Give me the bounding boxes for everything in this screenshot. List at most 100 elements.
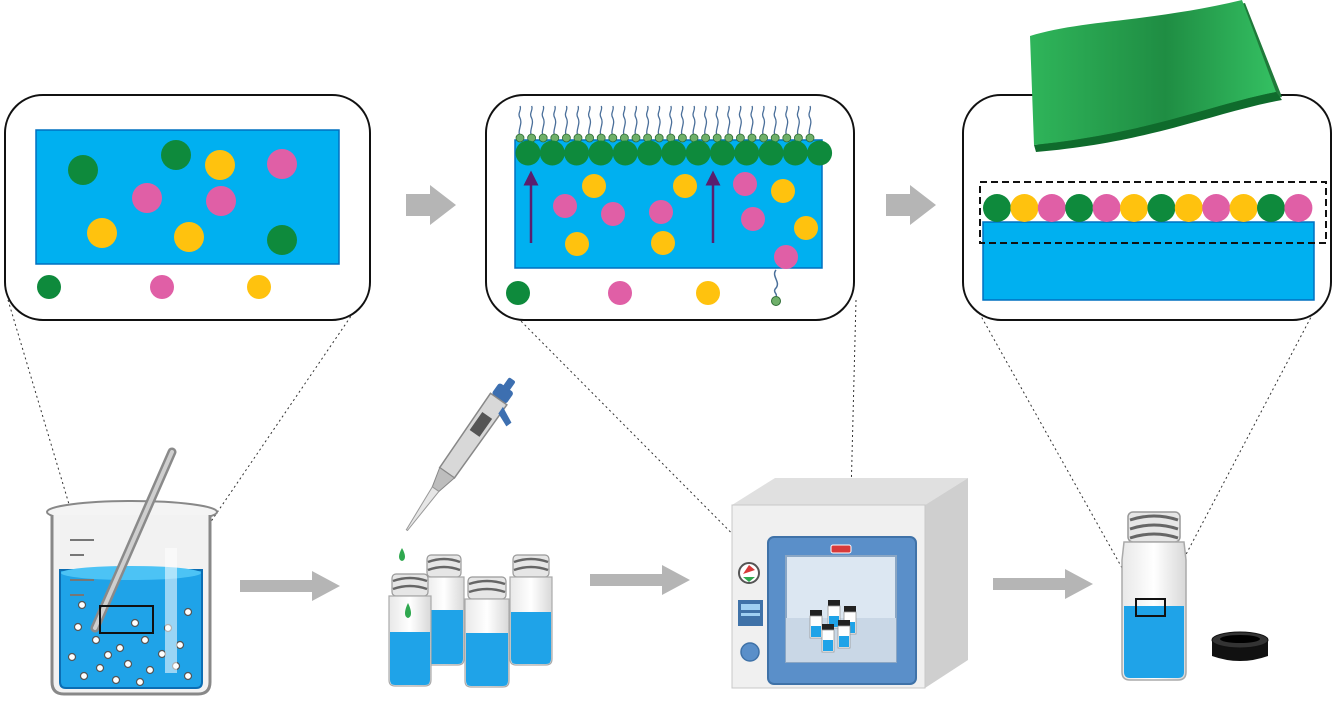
mini-vial-liquid [811, 626, 821, 637]
selection-box [979, 181, 1327, 244]
surfactant-tail [599, 105, 603, 138]
surfactant-tail [761, 105, 766, 138]
bubble [115, 643, 125, 653]
surfactant-tail [634, 105, 638, 138]
bubble [175, 640, 185, 650]
surfactant-tail [622, 105, 626, 138]
green-particle [661, 140, 687, 166]
single-vial-icon [1121, 511, 1187, 681]
beaker-with-stirring-rod-icon [46, 447, 218, 696]
sample-vials-icon [388, 554, 553, 688]
bubble [157, 649, 167, 659]
legend-panel-1 [37, 275, 271, 299]
bubble [73, 622, 83, 632]
surfactant-tail [587, 105, 592, 138]
green-particle [267, 225, 297, 255]
pink-particle [733, 172, 757, 196]
mini-vial-liquid [823, 640, 833, 651]
green-particle [161, 140, 191, 170]
surfactant-tail [692, 105, 696, 138]
green-particle [1065, 194, 1094, 222]
cap-thread [513, 557, 549, 564]
bubble [130, 618, 140, 628]
vial [388, 573, 432, 687]
surfactant-head [562, 133, 571, 143]
micropipette-icon [399, 377, 515, 561]
surfactant-tail [564, 105, 568, 138]
surfactant-tail [529, 105, 534, 138]
pink-particle [1092, 194, 1121, 222]
pink-particle [1284, 194, 1313, 222]
interfacial-green-particle-row [515, 140, 833, 166]
surfactant-tail [773, 105, 777, 138]
oven-sample-vials [809, 600, 857, 653]
legend-panel-2 [506, 269, 781, 306]
bubble [79, 671, 89, 681]
particle-group [553, 172, 818, 269]
surfactant-tail [715, 105, 719, 138]
process-arrow [406, 185, 456, 225]
surfactant-head [782, 133, 792, 143]
surfactant-tail [738, 105, 742, 138]
green-particle [685, 140, 711, 166]
surfactant-head [631, 133, 641, 143]
bubble [123, 659, 133, 669]
green-particle [709, 140, 735, 166]
vial-liquid [466, 633, 508, 686]
interface-assembly-panel [485, 94, 855, 321]
pink-particle [1202, 194, 1231, 222]
surfactant-tail [680, 105, 684, 138]
green-particle [1257, 194, 1285, 222]
pink-particle [206, 186, 236, 216]
surfactant-head [701, 133, 710, 143]
mini-vial-cap [810, 610, 822, 616]
pink-particle [774, 245, 798, 269]
cap-thread [427, 557, 461, 564]
green-film-sheet-icon [1030, 0, 1282, 152]
mini-vial-liquid [829, 616, 839, 627]
bubble [140, 635, 150, 645]
yellow-particle-icon [696, 281, 720, 305]
yellow-particle [771, 179, 795, 203]
bubble [67, 652, 77, 662]
surfactant-head [805, 133, 815, 143]
drying-oven-icon [731, 478, 968, 689]
particle-bubbles [67, 600, 193, 687]
yellow-particle [1174, 194, 1203, 222]
green-particle-icon [506, 281, 530, 305]
surfactant-tail [703, 105, 708, 138]
vial-liquid [390, 632, 430, 685]
bubble [91, 635, 101, 645]
green-particle [515, 140, 541, 166]
pink-particle [649, 200, 673, 224]
green-particle [983, 194, 1011, 222]
bubble [183, 671, 193, 681]
green-particle [612, 140, 638, 166]
yellow-particle [673, 174, 697, 198]
surfactant-tail [669, 105, 673, 138]
vial [464, 576, 510, 688]
surfactant-head [585, 133, 594, 143]
mini-vial-cap [838, 620, 850, 626]
mini-vial-cap [844, 606, 856, 612]
yellow-particle-icon [247, 275, 271, 299]
cap-thread [468, 579, 506, 586]
pink-particle-icon [150, 275, 174, 299]
surfactant-tail [576, 105, 580, 138]
vial-liquid [511, 612, 551, 664]
vial-liquid [425, 610, 463, 664]
surfactant-molecule-icon [773, 269, 779, 297]
bubble [135, 677, 145, 687]
surfactant-tail [611, 105, 615, 138]
surfactant-tail [518, 105, 522, 138]
surfactant-head [736, 133, 745, 143]
vial [509, 554, 553, 666]
mini-vial-cap [822, 624, 834, 630]
bubble [183, 607, 193, 617]
surfactant-tail [645, 105, 650, 138]
green-particle [758, 140, 784, 166]
pink-particle [1037, 194, 1066, 222]
surfactant-layer [515, 105, 815, 143]
yellow-particle [1229, 194, 1258, 222]
